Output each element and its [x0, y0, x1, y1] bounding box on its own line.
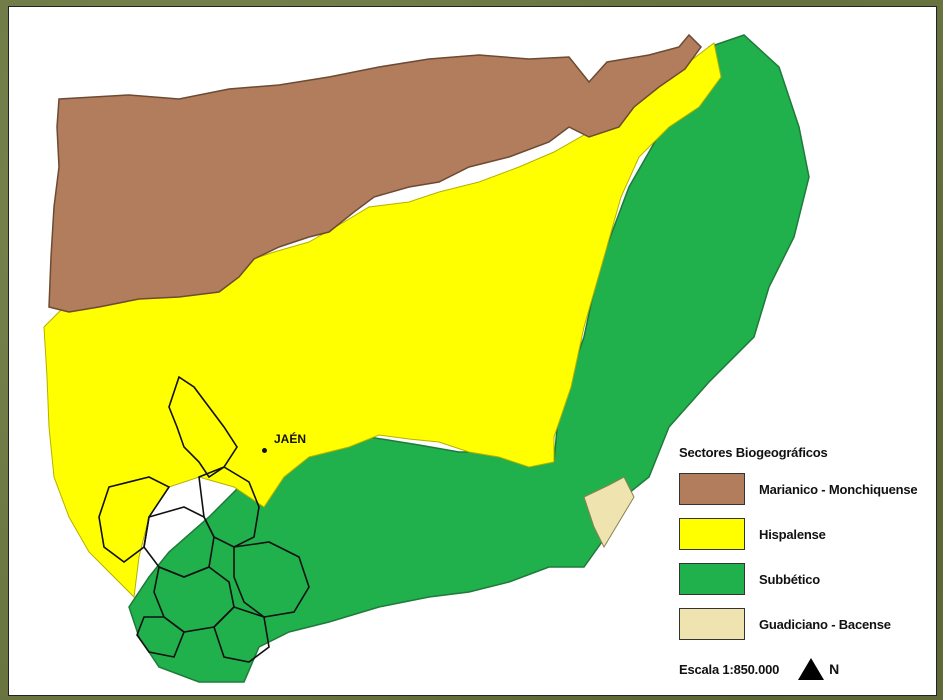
legend-item-marianico: Marianico - Monchiquense [679, 473, 934, 505]
legend-label: Hispalense [759, 526, 826, 542]
city-label-jaen: JAÉN [274, 432, 307, 446]
legend-item-hispalense: Hispalense [679, 518, 934, 550]
municipal-boundaries [98, 375, 310, 663]
legend-title: Sectores Biogeográficos [679, 445, 828, 460]
legend-swatch-marianico [679, 473, 745, 505]
region-hispalense [43, 42, 722, 599]
map-panel: JAÉN Sectores Biogeográficos Marianico -… [8, 6, 937, 696]
region-guadiciano [583, 476, 635, 549]
legend-swatch-guadiciano [679, 608, 745, 640]
scale-bar: Escala 1:850.000 N [679, 657, 839, 681]
legend-label: Guadiciano - Bacense [759, 616, 891, 632]
north-arrow-icon [798, 658, 825, 680]
legend-swatch-hispalense [679, 518, 745, 550]
scale-text: Escala 1:850.000 [679, 661, 780, 677]
region-map [43, 33, 810, 683]
city-marker [262, 448, 267, 453]
legend-label: Subbético [759, 571, 821, 587]
north-label: N [829, 661, 840, 677]
legend-swatch-subbetico [679, 563, 745, 595]
legend: Sectores Biogeográficos Marianico - Monc… [679, 445, 934, 654]
legend-item-guadiciano: Guadiciano - Bacense [679, 608, 934, 640]
legend-label: Marianico - Monchiquense [759, 481, 918, 497]
region-marianico [48, 33, 702, 313]
legend-item-subbetico: Subbético [679, 563, 934, 595]
